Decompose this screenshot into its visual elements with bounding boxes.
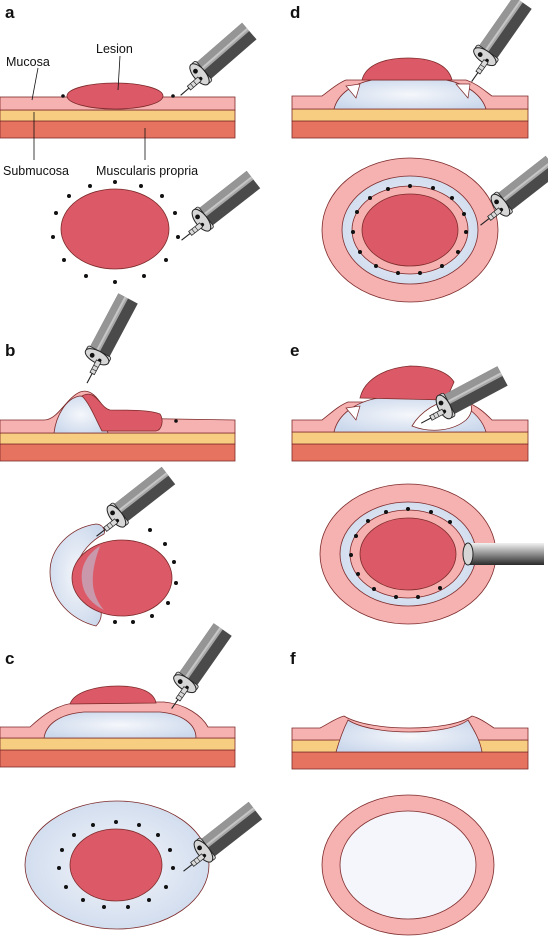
panel-b: b	[0, 291, 236, 627]
lesion-leader	[117, 55, 121, 91]
resection-bed	[335, 719, 483, 753]
muscularis-layer	[291, 443, 529, 462]
muscularis-layer	[0, 749, 236, 768]
injection-overlap	[81, 546, 104, 610]
lesion	[361, 57, 453, 81]
lesion	[359, 365, 455, 401]
panel-f-letter: f	[290, 649, 296, 668]
incision-left	[345, 83, 361, 99]
lesion-top-view	[359, 517, 457, 591]
resection-bed-top-view	[339, 810, 477, 920]
muscularis-layer	[0, 120, 236, 139]
lesion	[66, 82, 164, 110]
lesion	[69, 685, 157, 705]
muscularis-layer	[0, 443, 236, 462]
endoscope-icon	[170, 168, 262, 249]
endoscope-icon	[457, 0, 534, 88]
marker-ring	[57, 820, 175, 909]
marker-dot	[61, 94, 65, 98]
lesion-top-view	[60, 188, 170, 270]
panel-f: f	[290, 649, 529, 936]
submucosa-layer	[291, 108, 529, 122]
incision-right	[455, 83, 471, 99]
marker-ring	[51, 180, 180, 284]
panel-a: a Mucosa Lesion Submucosa Muscularis pro…	[0, 3, 262, 284]
submucosa-layer	[0, 432, 236, 445]
endoscope-icon	[157, 621, 234, 715]
panel-b-letter: b	[5, 341, 15, 360]
panel-a-letter: a	[5, 3, 15, 22]
marker-dot	[171, 94, 175, 98]
lesion-top-view	[69, 828, 163, 902]
incision-left	[345, 405, 361, 421]
endoscope-icon	[71, 291, 141, 389]
lesion-top-view	[71, 539, 173, 617]
muscularis-layer	[291, 751, 529, 770]
marker-ring	[113, 528, 178, 624]
panel-c: c	[0, 621, 264, 930]
panel-e: e	[290, 341, 544, 625]
lesion	[81, 393, 163, 432]
lesion-label: Lesion	[96, 42, 133, 56]
marker-ring	[351, 184, 468, 275]
panel-d-letter: d	[290, 3, 300, 22]
marker-dot	[174, 419, 178, 423]
marker-ring	[349, 507, 452, 599]
panel-d: d	[290, 0, 548, 303]
lesion-top-view	[361, 193, 459, 267]
muscularis-layer	[291, 120, 529, 139]
submucosa-label: Submucosa	[3, 164, 69, 178]
panel-e-letter: e	[290, 341, 299, 360]
endoscope-icon	[169, 20, 259, 104]
muscularis-label: Muscularis propria	[96, 164, 198, 178]
submucosa-layer	[0, 737, 236, 751]
submucosa-layer	[291, 431, 529, 445]
panel-c-letter: c	[5, 649, 14, 668]
mucosa-leader	[31, 67, 39, 101]
submucosal-cushion	[43, 711, 197, 739]
mucosa-label: Mucosa	[6, 55, 50, 69]
endoscope-icon	[462, 542, 544, 566]
submucosa-layer	[0, 109, 236, 122]
